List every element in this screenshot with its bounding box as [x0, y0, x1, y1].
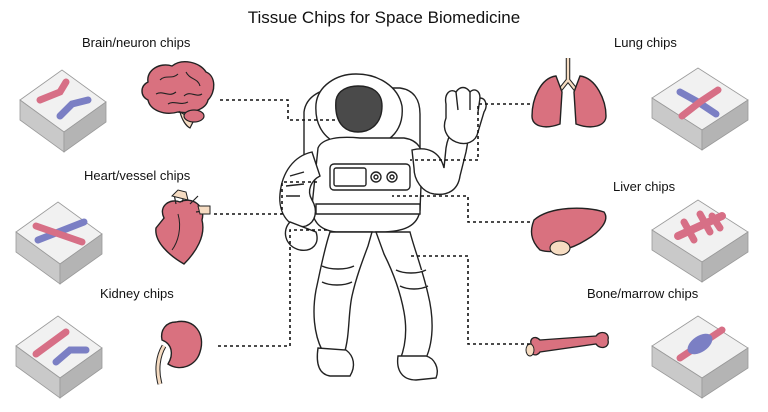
diagram-title: Tissue Chips for Space Biomedicine: [247, 8, 521, 27]
connector-bone: [410, 255, 530, 345]
label-brain-chips: Brain/neuron chips: [82, 35, 191, 50]
label-heart-chips: Heart/vessel chips: [84, 168, 191, 183]
lung-icon: [531, 58, 607, 128]
label-kidney-chips: Kidney chips: [100, 286, 174, 301]
lung-chip: [651, 67, 749, 151]
kidney-chip: [15, 315, 103, 399]
connector-heart: [214, 181, 318, 215]
connector-lung: [410, 103, 530, 161]
heart-chip: [15, 201, 103, 285]
connector-liver: [392, 195, 530, 223]
label-lung-chips: Lung chips: [614, 35, 677, 50]
connector-brain: [220, 99, 338, 121]
heart-icon: [155, 189, 211, 265]
astronaut-figure: [279, 73, 487, 381]
connector-lines: [214, 99, 530, 347]
bone-icon: [525, 331, 609, 357]
brain-icon: [141, 61, 215, 129]
brain-chip: [19, 69, 107, 153]
label-liver-chips: Liver chips: [613, 179, 676, 194]
liver-icon: [530, 207, 607, 256]
connector-kidney: [218, 229, 330, 347]
liver-chip: [651, 199, 749, 283]
label-bone-chips: Bone/marrow chips: [587, 286, 699, 301]
kidney-icon: [155, 320, 203, 385]
bone-chip: [651, 315, 749, 399]
